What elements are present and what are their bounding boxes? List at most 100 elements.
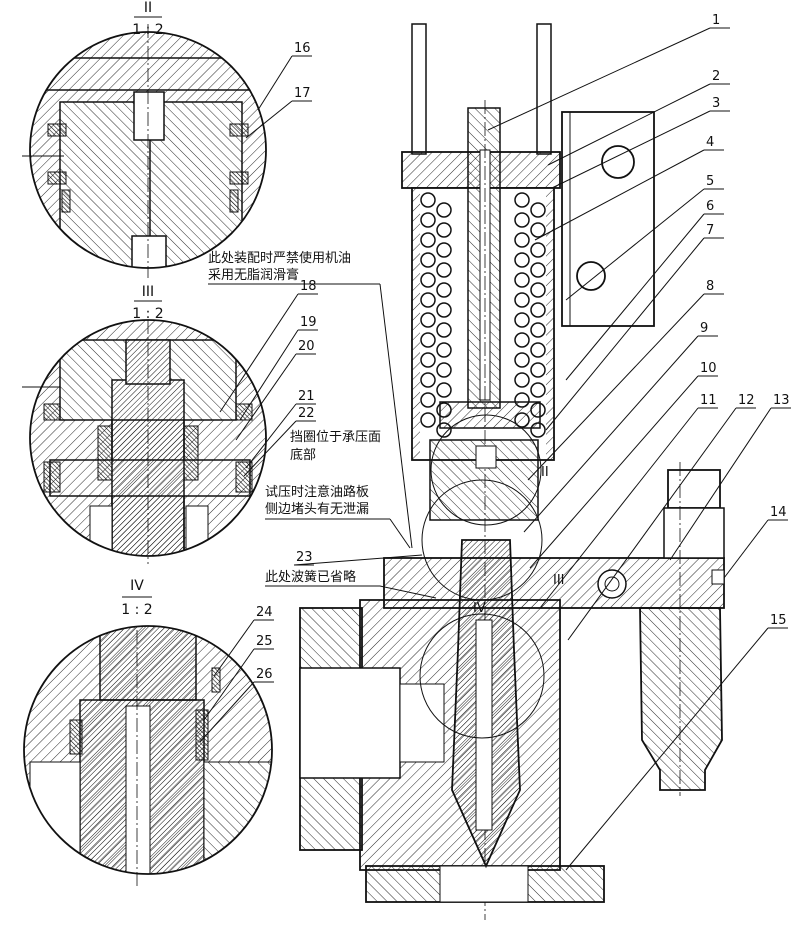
spring-coil xyxy=(530,222,546,238)
leader-line xyxy=(529,375,699,569)
switch-box xyxy=(561,111,655,327)
spring-coil xyxy=(436,302,452,318)
part-number-label: 16 xyxy=(294,41,311,56)
part-number-label: 4 xyxy=(706,135,714,150)
part-number-label: 12 xyxy=(738,393,755,408)
spring-coil xyxy=(514,372,530,388)
leader-line xyxy=(239,329,299,421)
note-retainer-line2: 底部 xyxy=(290,447,316,463)
spring-coil xyxy=(436,322,452,338)
note-retainer-line1: 挡圈位于承压面 xyxy=(290,430,381,445)
spring-coil xyxy=(530,302,546,318)
leader-line xyxy=(534,149,705,241)
note-test-line1: 试压时注意油路板 xyxy=(265,484,369,500)
leader-line xyxy=(245,100,293,139)
part-number-label: 3 xyxy=(712,96,720,111)
leader-line xyxy=(199,681,255,743)
guide-rod-left xyxy=(411,23,427,155)
note-grease-line2: 采用无脂润滑膏 xyxy=(208,267,299,283)
spring-coil xyxy=(436,342,452,358)
note-test-line2: 侧边堵头有无泄漏 xyxy=(265,501,369,517)
leader-line xyxy=(539,407,699,609)
spring-coil xyxy=(530,362,546,378)
note-bellows: 此处波簧已省略 xyxy=(265,569,356,585)
spring-coil xyxy=(420,272,436,288)
guide-rod-right xyxy=(536,23,552,155)
part-number-label: 20 xyxy=(298,339,315,354)
part-number-label: 25 xyxy=(256,634,273,649)
part-number-label: 17 xyxy=(294,86,311,101)
spring-coil xyxy=(436,282,452,298)
detail-iii-scale: 1 : 2 xyxy=(132,306,163,322)
part-number-label: 14 xyxy=(770,505,787,520)
part-number-label: 18 xyxy=(300,279,317,294)
part-number-label: 11 xyxy=(700,393,717,408)
spring-coil xyxy=(514,212,530,228)
part-number-label: 1 xyxy=(712,13,720,28)
part-number-label: 9 xyxy=(700,321,708,336)
leader-line xyxy=(213,619,255,677)
mark-iii: III xyxy=(553,573,565,588)
part-number-label: 19 xyxy=(300,315,317,330)
pressure-sensor xyxy=(639,607,723,791)
leader-line xyxy=(487,27,711,131)
detail-iv: IV 1 : 2 xyxy=(23,578,273,886)
spring-coil xyxy=(530,242,546,258)
part-number-label: 24 xyxy=(256,605,273,620)
spring-coil xyxy=(420,312,436,328)
spring-coil xyxy=(420,332,436,348)
spring-coil xyxy=(514,192,530,208)
part-number-label: 15 xyxy=(770,613,787,628)
sensor-cap xyxy=(667,469,721,509)
leader-line xyxy=(551,110,711,189)
spring-coil xyxy=(530,202,546,218)
leader-line xyxy=(245,403,297,469)
part-number-label: 6 xyxy=(706,199,714,214)
spring-coil xyxy=(436,222,452,238)
spring-coil xyxy=(514,292,530,308)
spring-coil xyxy=(436,262,452,278)
leader-line xyxy=(565,188,705,301)
spring-coil xyxy=(514,352,530,368)
leader-line xyxy=(257,55,293,111)
part-number-label: 8 xyxy=(706,279,714,294)
leader-line xyxy=(523,335,699,533)
spring-coil xyxy=(530,262,546,278)
spring-coil xyxy=(420,372,436,388)
leader-line xyxy=(565,627,769,871)
spring-coil xyxy=(436,202,452,218)
notes: 此处装配时严禁使用机油 采用无脂润滑膏 挡圈位于承压面 底部 试压时注意油路板 … xyxy=(208,250,437,599)
detail-ii-roman: II xyxy=(144,0,152,16)
spring-coil xyxy=(530,342,546,358)
leader-line xyxy=(219,293,299,413)
leader-line xyxy=(293,554,423,566)
part-number-label: 23 xyxy=(296,550,313,565)
spring-coil xyxy=(514,312,530,328)
leader-line xyxy=(669,407,772,561)
spring-coil xyxy=(420,192,436,208)
note-grease-line1: 此处装配时严禁使用机油 xyxy=(208,250,351,266)
spring-coil xyxy=(514,272,530,288)
leader-line xyxy=(565,213,705,381)
detail-ii: II 1 : 2 xyxy=(22,0,267,278)
spring-coil xyxy=(420,352,436,368)
spring-coil xyxy=(420,232,436,248)
part-number-label: 5 xyxy=(706,174,714,189)
part-number-label: 26 xyxy=(256,667,273,682)
detail-iii-roman: III xyxy=(142,284,154,300)
spring-coil xyxy=(530,322,546,338)
spring-coil xyxy=(514,332,530,348)
spring-coil xyxy=(514,252,530,268)
detail-iii: III 1 : 2 xyxy=(22,284,267,564)
detail-iv-roman: IV xyxy=(130,578,144,594)
mark-iv: IV xyxy=(473,601,486,616)
part-number-label: 10 xyxy=(700,361,717,376)
leader-line xyxy=(723,519,769,579)
spring-coil xyxy=(436,362,452,378)
leader-line xyxy=(567,407,737,641)
part-number-label: 21 xyxy=(298,389,315,404)
leader-line xyxy=(235,353,297,441)
